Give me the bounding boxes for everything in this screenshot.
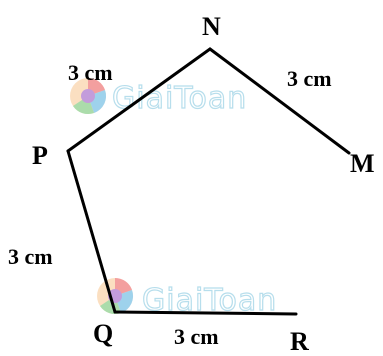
point-label-p: P xyxy=(32,141,48,170)
segment-qr xyxy=(113,310,298,316)
segment-pn xyxy=(66,47,212,153)
length-label-pq: 3 cm xyxy=(8,244,53,269)
watermark-logo-icon xyxy=(70,77,107,115)
point-label-n: N xyxy=(202,12,221,41)
watermark-text: GiaiToan xyxy=(112,81,247,116)
segment-pq xyxy=(66,149,117,314)
point-label-q: Q xyxy=(93,319,113,348)
length-label-pn: 3 cm xyxy=(68,60,113,85)
length-label-nm: 3 cm xyxy=(287,66,332,91)
watermark-upper: GiaiToan xyxy=(70,77,247,117)
segments xyxy=(66,47,351,316)
length-label-qr: 3 cm xyxy=(174,324,219,349)
segment-nm xyxy=(208,47,351,155)
point-label-r: R xyxy=(290,327,309,356)
point-label-m: M xyxy=(350,149,375,178)
